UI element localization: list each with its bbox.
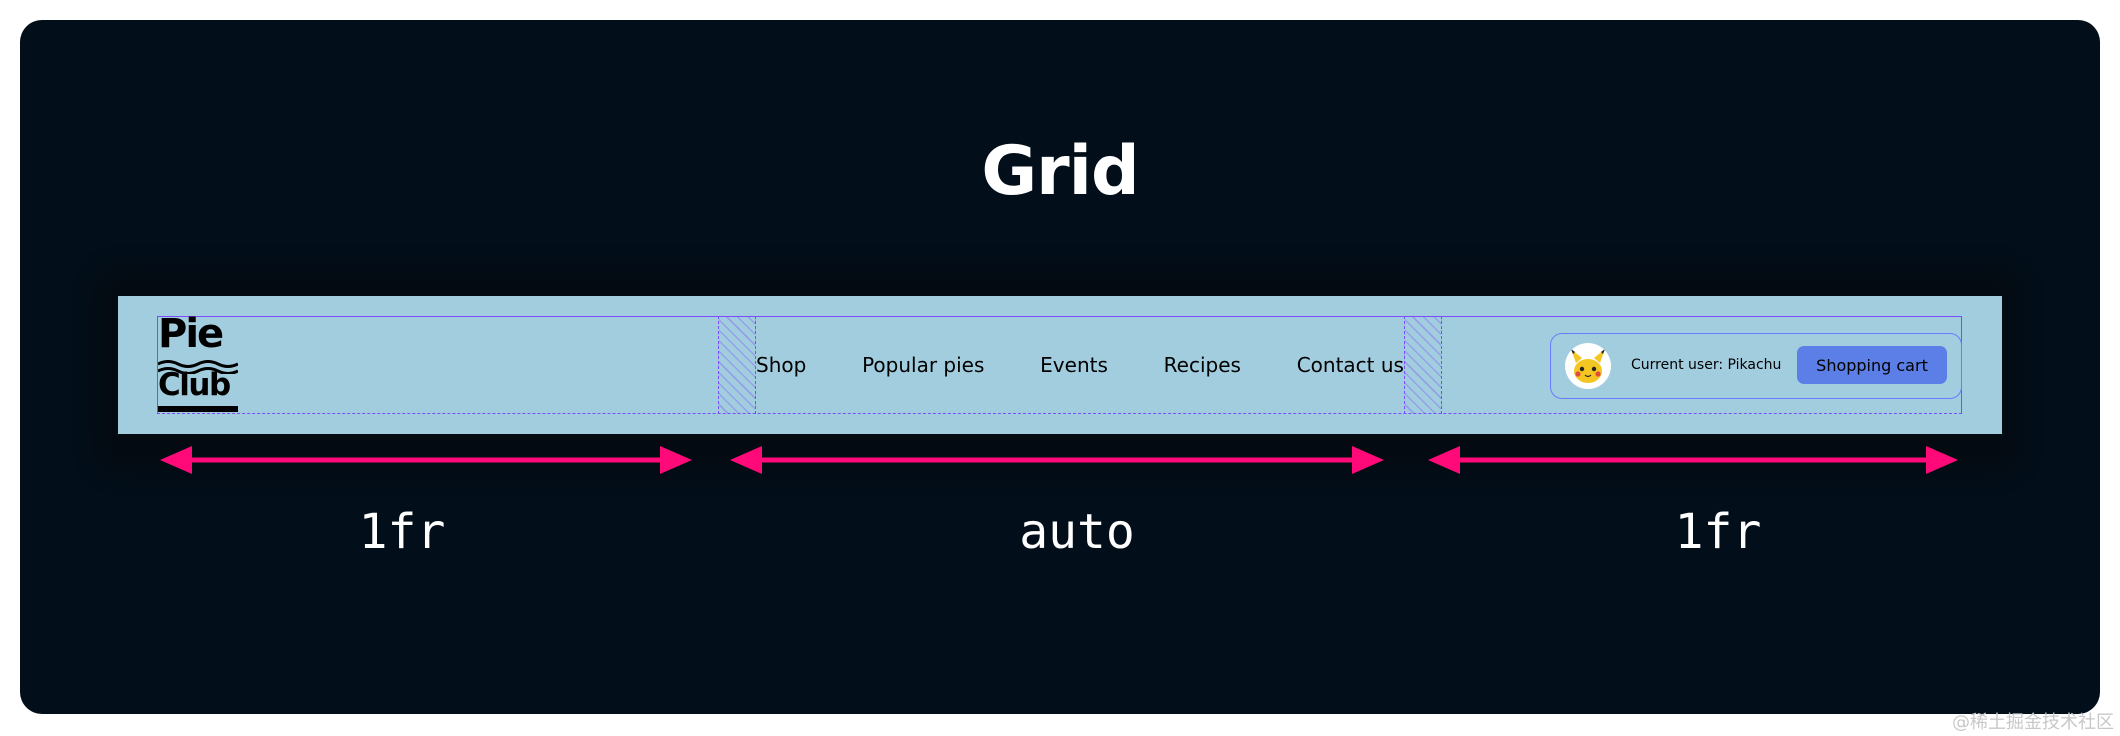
logo-wave-icon [158, 360, 238, 374]
user-panel: Current user: Pikachu Shopping cart [1550, 333, 1962, 399]
grid-gap-right [1404, 316, 1442, 414]
pikachu-avatar-icon [1571, 349, 1605, 383]
current-user-label: Current user: Pikachu [1631, 357, 1782, 373]
track-label-1: 1fr [358, 504, 446, 560]
arrow-track-1 [160, 446, 692, 474]
track-label-2: auto [1019, 504, 1135, 560]
arrow-track-3 [1428, 446, 1958, 474]
nav-link-events[interactable]: Events [1040, 353, 1108, 377]
logo-text-pie: Pie [158, 311, 224, 357]
nav-link-shop[interactable]: Shop [756, 353, 807, 377]
navbar: Pie Club Shop Popular pies Events Recipe… [118, 296, 2002, 434]
arrow-track-2 [730, 446, 1384, 474]
shopping-cart-button[interactable]: Shopping cart [1797, 346, 1947, 384]
diagram-title: Grid [981, 132, 1139, 211]
avatar[interactable] [1565, 343, 1611, 389]
watermark: @稀土掘金技术社区 [1952, 712, 2114, 733]
logo-text-club: Club [158, 367, 231, 403]
diagram-card: Grid Pie Club Shop Popular pies Events R… [20, 20, 2100, 714]
nav-link-contact-us[interactable]: Contact us [1296, 353, 1404, 377]
nav-link-popular-pies[interactable]: Popular pies [862, 353, 985, 377]
logo-underline [158, 406, 238, 412]
track-label-3: 1fr [1674, 504, 1762, 560]
grid-gap-left [718, 316, 756, 414]
nav-links: Shop Popular pies Events Recipes Contact… [756, 316, 1404, 414]
nav-link-recipes[interactable]: Recipes [1163, 353, 1241, 377]
track-arrows [160, 446, 1958, 474]
pie-club-logo[interactable]: Pie Club [158, 314, 238, 412]
